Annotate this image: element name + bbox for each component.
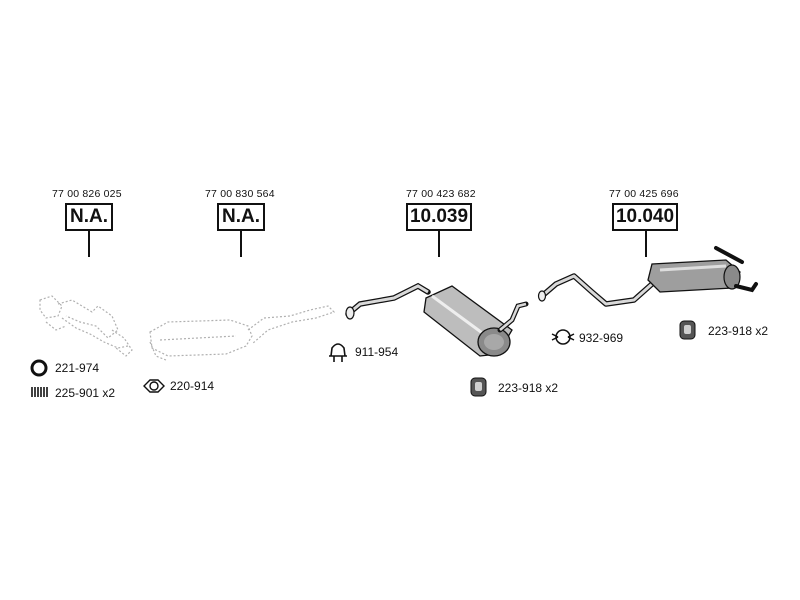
leader-line-catalyst [240,231,242,257]
leader-line-rear-silencer [645,231,647,257]
spring-icon[interactable] [31,387,48,397]
accessory-label-springs: 225-901 x2 [55,386,116,400]
ref-box-front-pipe[interactable]: N.A. [65,203,113,231]
ref-box-rear-silencer[interactable]: 10.040 [612,203,678,231]
rubber-hanger-icon[interactable] [470,377,487,397]
ref-box-center-silencer[interactable]: 10.039 [406,203,472,231]
rubber-hanger-rear-icon[interactable] [679,320,696,340]
accessory-label-gasket: 221-974 [55,361,100,375]
accessory-label-hanger-center: 223-918 x2 [498,381,559,395]
catalyst-outline [149,305,336,361]
clamp-icon[interactable] [329,343,347,362]
oe-number-center-silencer: 77 00 423 682 [406,188,476,200]
front-pipe-outline [39,295,133,357]
oe-number-catalyst: 77 00 830 564 [205,188,275,200]
accessory-label-flange-gasket: 220-914 [170,379,215,393]
leader-line-front-pipe [88,231,90,257]
flange-gasket-icon[interactable] [143,379,165,393]
gasket-ring-icon[interactable] [30,359,48,377]
leader-line-center-silencer [438,231,440,257]
accessory-label-clamp: 911-954 [355,345,399,359]
ref-box-catalyst[interactable]: N.A. [217,203,265,231]
oe-number-front-pipe: 77 00 826 025 [52,188,122,200]
clamp-rear-icon[interactable] [551,329,575,345]
accessory-label-hanger-rear: 223-918 x2 [708,324,769,338]
oe-number-rear-silencer: 77 00 425 696 [609,188,679,200]
center-silencer-part [345,282,529,357]
rear-silencer-part [537,246,758,307]
accessory-label-clamp-rear: 932-969 [579,331,624,345]
